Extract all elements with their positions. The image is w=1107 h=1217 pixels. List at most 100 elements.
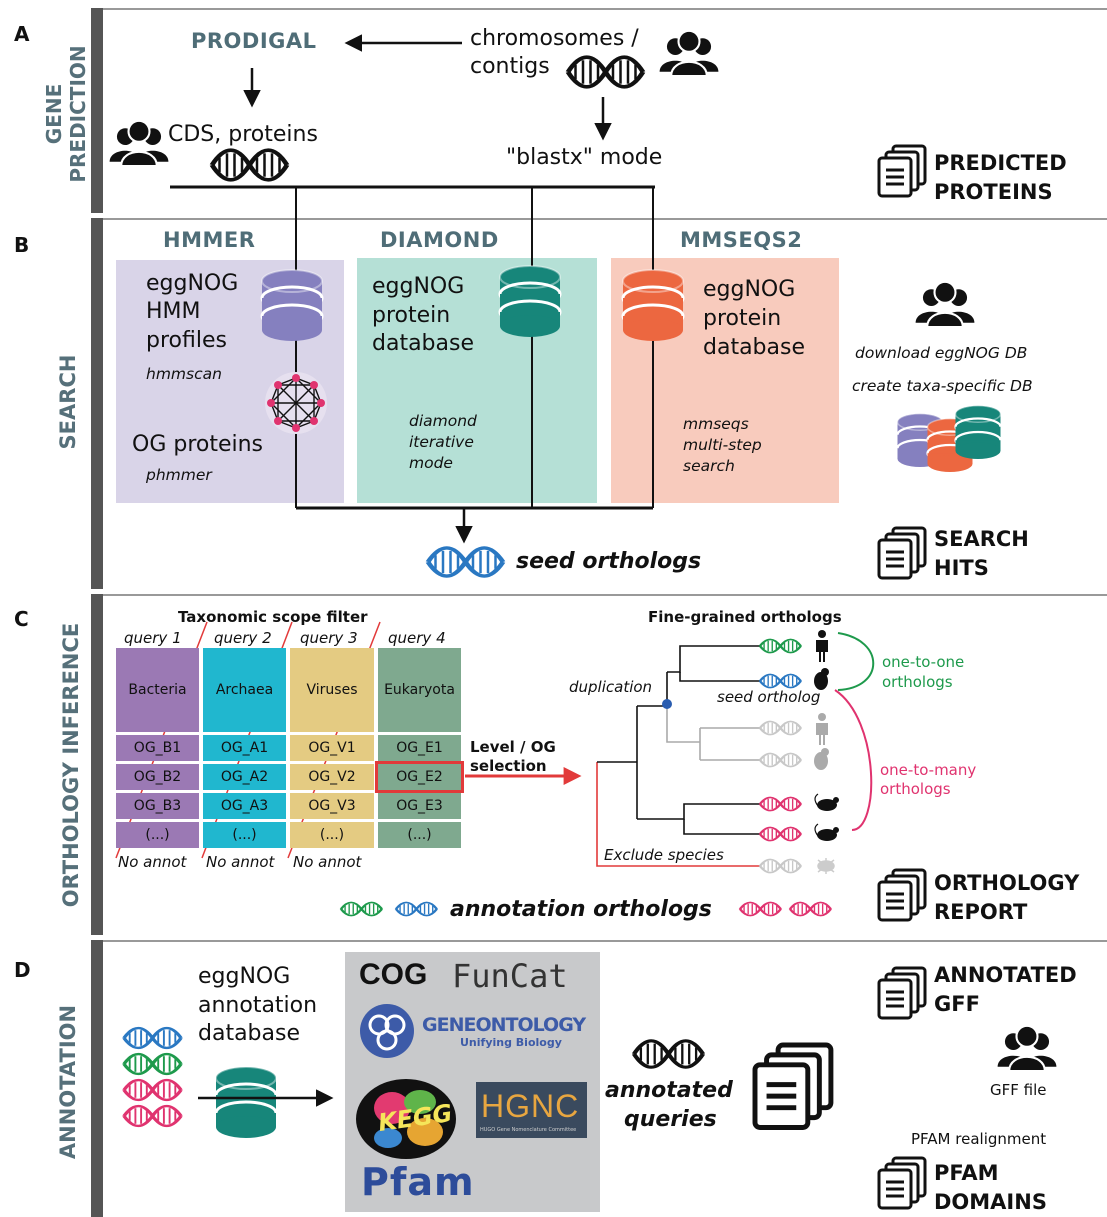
- dna-icon: [568, 57, 643, 87]
- pfam-logo: Pfam: [361, 1160, 475, 1204]
- kegg-logo: [356, 1079, 456, 1159]
- database-icon: [498, 264, 562, 339]
- column-header-eukaryota: Eukaryota: [378, 648, 461, 732]
- phmmer-label: phmmer: [146, 466, 212, 484]
- mmseqs-mode: search: [683, 457, 735, 475]
- panel-sidebar: [91, 8, 103, 213]
- annotation-db-line: annotation: [198, 993, 318, 1018]
- output-predicted: PREDICTED: [934, 151, 1067, 175]
- output-gff: GFF: [934, 992, 980, 1016]
- database-icon: [260, 268, 324, 343]
- mmseqs-db-line: database: [703, 335, 805, 360]
- download-db-label: download eggNOG DB: [855, 344, 1028, 362]
- create-db-label: create taxa-specific DB: [852, 377, 1033, 395]
- output-report: REPORT: [934, 900, 1028, 924]
- scope-filter-title: Taxonomic scope filter: [178, 608, 368, 626]
- chromosomes-label: chromosomes /: [470, 26, 639, 51]
- mmseqs-mode: mmseqs: [683, 415, 749, 433]
- hgnc-logo: [476, 1082, 587, 1138]
- annotation-orthologs-label: annotation orthologs: [450, 897, 712, 922]
- og-cell: OG_B2: [116, 764, 199, 790]
- prodigal-label: PRODIGAL: [191, 29, 317, 53]
- og-cell: (...): [203, 822, 286, 848]
- one-to-one-label: orthologs: [882, 673, 953, 691]
- selection-label: Level / OG: [470, 738, 556, 756]
- hmmer-title: HMMER: [163, 228, 256, 252]
- chimp-icon: [814, 668, 829, 690]
- geneontology-text: GENEONTOLOGY: [422, 1014, 586, 1036]
- output-orthology: ORTHOLOGY: [934, 871, 1080, 895]
- queries-label: queries: [624, 1107, 717, 1132]
- dna-icon: [634, 1041, 703, 1067]
- duplication-label: duplication: [569, 678, 653, 696]
- og-cell: OG_A2: [203, 764, 286, 790]
- cds-label: CDS, proteins: [168, 122, 318, 147]
- documents-icon: [877, 1156, 927, 1210]
- seed-ortholog-label: seed ortholog: [717, 688, 821, 706]
- users-icon: [658, 29, 720, 78]
- hmmer-db-line: profiles: [146, 328, 227, 353]
- og-cell: OG_E1: [378, 735, 461, 761]
- og-cell: OG_V3: [290, 793, 374, 819]
- panel-letter: D: [14, 958, 31, 982]
- output-domains: DOMAINS: [934, 1190, 1047, 1214]
- og-cell: OG_A1: [203, 735, 286, 761]
- hmmer-db-line: HMM: [146, 299, 201, 324]
- pfam-realignment-label: PFAM realignment: [911, 1130, 1047, 1148]
- output-annotated: ANNOTATED: [934, 963, 1077, 987]
- panel-letter: C: [14, 607, 29, 631]
- og-cell: OG_E3: [378, 793, 461, 819]
- mouse-icon: [814, 823, 839, 841]
- gff-file-label: GFF file: [990, 1081, 1047, 1099]
- funcat-logo: FunCat: [452, 957, 568, 995]
- one-to-many-label: orthologs: [880, 780, 951, 798]
- side-label-search: SEARCH: [56, 354, 80, 450]
- documents-icon: [877, 868, 927, 922]
- users-icon: [108, 119, 170, 168]
- query-label: query 3: [300, 629, 358, 647]
- users-icon: [996, 1024, 1058, 1073]
- mmseqs-db-line: protein: [703, 306, 782, 331]
- no-annot-label: No annot: [293, 853, 362, 871]
- contigs-label: contigs: [470, 54, 550, 79]
- query-label: query 1: [124, 629, 182, 647]
- og-cell-selected: OG_E2: [375, 761, 464, 793]
- hgnc-sub: HUGO Gene Nomenclature Committee: [480, 1127, 577, 1133]
- og-cell: OG_B1: [116, 735, 199, 761]
- human-icon: [816, 713, 828, 745]
- diamond-mode: diamond: [409, 412, 477, 430]
- og-cell: OG_B3: [116, 793, 199, 819]
- side-label-orthology: ORTHOLOGY INFERENCE: [59, 622, 83, 908]
- hgnc-text: HGNC: [481, 1088, 580, 1124]
- network-icon: [265, 372, 327, 434]
- og-proteins-label: OG proteins: [132, 432, 264, 457]
- side-label-annotation: ANNOTATION: [56, 1004, 80, 1160]
- dna-icon: [428, 548, 503, 576]
- selection-label: selection: [470, 757, 547, 775]
- column-header-bacteria: Bacteria: [116, 648, 199, 732]
- documents-icon: [877, 144, 927, 198]
- documents-icon: [877, 526, 927, 580]
- og-cell: OG_A3: [203, 793, 286, 819]
- panel-letter: B: [14, 233, 30, 257]
- hmmer-db-line: eggNOG: [146, 271, 239, 296]
- mouse-icon: [814, 793, 839, 811]
- blastx-label: "blastx" mode: [506, 145, 663, 170]
- fine-grained-title: Fine-grained orthologs: [648, 608, 842, 626]
- panel-sidebar: [91, 594, 103, 935]
- diamond-title: DIAMOND: [380, 228, 499, 252]
- output-proteins: PROTEINS: [934, 180, 1053, 204]
- human-icon: [816, 630, 828, 662]
- query-label: query 4: [388, 629, 446, 647]
- diamond-mode: mode: [409, 454, 453, 472]
- geneontology-logo: [360, 1004, 414, 1058]
- database-icon: [214, 1065, 278, 1140]
- users-icon: [914, 280, 976, 329]
- panel-sidebar: [91, 218, 103, 589]
- side-label-gene-prediction: GENE PREDICTION: [42, 45, 90, 183]
- diamond-mode: iterative: [409, 433, 474, 451]
- output-pfam: PFAM: [934, 1161, 999, 1185]
- og-cell: OG_V1: [290, 735, 374, 761]
- diamond-db-line: protein: [372, 303, 451, 328]
